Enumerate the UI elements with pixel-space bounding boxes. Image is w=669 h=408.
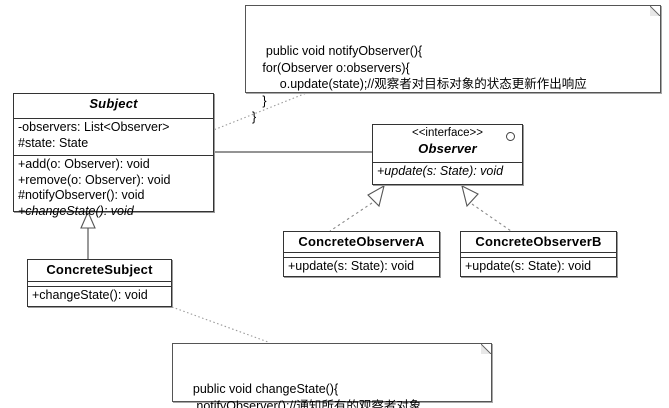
concrete-subject-class-name: ConcreteSubject <box>46 262 153 277</box>
subject-operations: +add(o: Observer): void +remove(o: Obser… <box>14 156 213 218</box>
concrete-subject-operations: +changeState(): void <box>28 287 171 307</box>
interface-circle-icon <box>506 132 515 141</box>
class-box-concrete-observer-a[interactable]: ConcreteObserverA +update(s: State): voi… <box>283 231 440 277</box>
generalization-concretesubject-subject <box>80 210 96 259</box>
subject-operation: +changeState(): void <box>18 203 134 218</box>
class-box-subject[interactable]: Subject -observers: List<Observer> #stat… <box>13 93 214 218</box>
note-fold-corner-icon <box>481 343 492 354</box>
concrete-subject-operation: +changeState(): void <box>32 288 148 302</box>
subject-header: Subject <box>14 94 213 119</box>
class-box-concrete-observer-b[interactable]: ConcreteObserverB +update(s: State): voi… <box>460 231 617 277</box>
subject-operation: +remove(o: Observer): void <box>18 172 171 187</box>
concrete-subject-header: ConcreteSubject <box>28 260 171 282</box>
realization-concreteobserverb-observer <box>461 184 512 232</box>
note-notify-observer: public void notifyObserver(){ for(Observ… <box>245 5 661 124</box>
subject-attribute: -observers: List<Observer> <box>18 120 170 134</box>
concrete-observer-b-operation: +update(s: State): void <box>465 259 592 273</box>
observer-operation: +update(s: State): void <box>377 164 504 178</box>
note-notify-observer-text: public void notifyObserver(){ for(Observ… <box>252 44 587 124</box>
note-change-state-text: public void changeState(){ notifyObserve… <box>192 382 422 408</box>
realization-concreteobservera-observer <box>329 184 385 232</box>
concrete-subject-attributes <box>28 282 171 287</box>
subject-operation: +add(o: Observer): void <box>18 157 150 171</box>
observer-header: <<interface>> Observer <box>373 125 522 163</box>
subject-operation: #notifyObserver(): void <box>18 188 145 202</box>
concrete-observer-a-operations: +update(s: State): void <box>284 258 439 277</box>
class-box-concrete-subject[interactable]: ConcreteSubject +changeState(): void <box>27 259 172 307</box>
concrete-observer-a-attributes <box>284 253 439 258</box>
subject-attributes: -observers: List<Observer> #state: State <box>14 119 213 156</box>
subject-class-name: Subject <box>89 96 138 111</box>
note-anchor-concretesubject <box>171 306 269 343</box>
class-box-observer[interactable]: <<interface>> Observer +update(s: State)… <box>372 124 523 185</box>
concrete-observer-b-class-name: ConcreteObserverB <box>475 234 602 249</box>
concrete-observer-b-header: ConcreteObserverB <box>461 232 616 253</box>
observer-operations: +update(s: State): void <box>373 163 522 186</box>
note-fold-corner-icon <box>650 5 661 16</box>
concrete-observer-a-class-name: ConcreteObserverA <box>298 234 425 249</box>
concrete-observer-b-attributes <box>461 253 616 258</box>
observer-stereotype: <<interface>> <box>412 127 483 139</box>
concrete-observer-b-operations: +update(s: State): void <box>461 258 616 277</box>
observer-class-name: Observer <box>418 141 477 156</box>
concrete-observer-a-header: ConcreteObserverA <box>284 232 439 253</box>
aggregation-subject-observer <box>198 147 372 157</box>
concrete-observer-a-operation: +update(s: State): void <box>288 259 415 273</box>
subject-attribute: #state: State <box>18 135 89 150</box>
note-change-state: public void changeState(){ notifyObserve… <box>172 343 492 408</box>
